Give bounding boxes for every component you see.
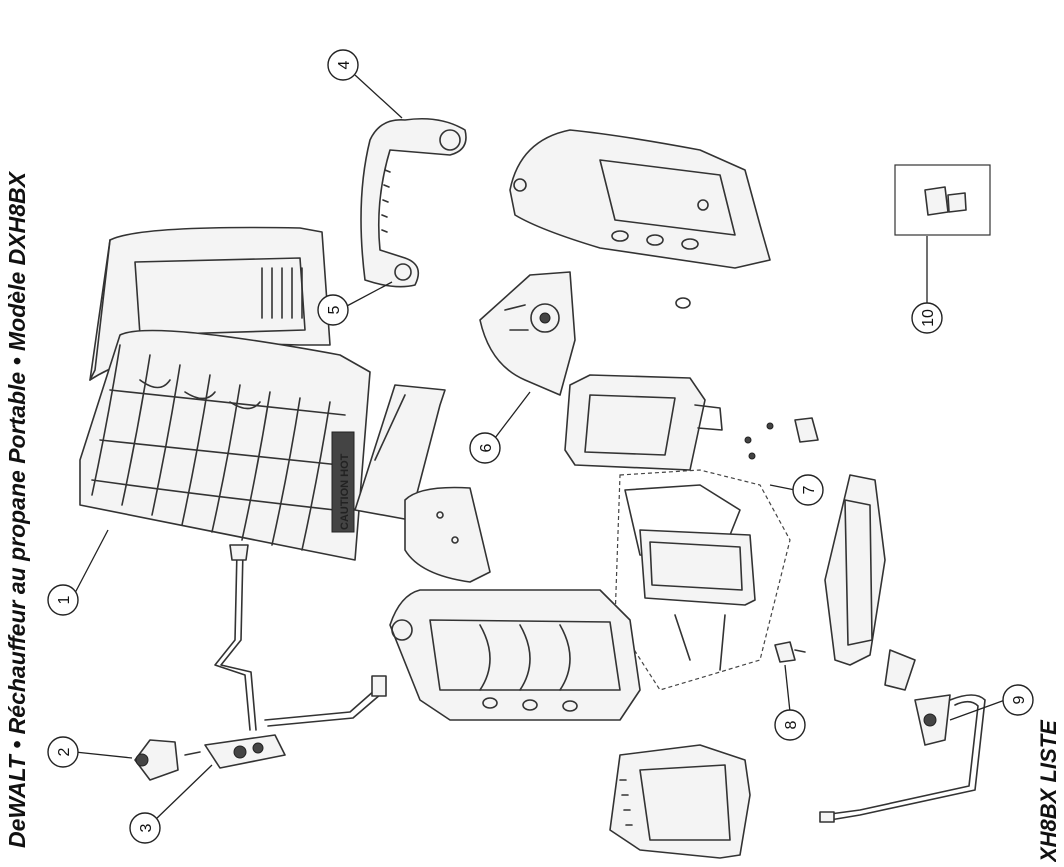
- svg-text:8: 8: [783, 720, 800, 729]
- part-10-box: [894, 164, 991, 236]
- base-plate: [824, 474, 916, 691]
- gasket-glass-set: [614, 469, 791, 691]
- pilot-assembly: [819, 694, 986, 823]
- callout-9: 9: [1002, 684, 1034, 716]
- fuel-compartment: [564, 374, 723, 471]
- callout-10: 10: [911, 302, 943, 334]
- svg-text:6: 6: [478, 443, 495, 452]
- gas-valve-assembly: [184, 544, 387, 769]
- footer-label: XH8BX LISTE: [1036, 720, 1061, 862]
- caution-hot-label: CAUTION HOT: [339, 453, 351, 530]
- svg-text:1: 1: [56, 595, 73, 604]
- svg-text:7: 7: [801, 485, 818, 494]
- callout-8: 8: [774, 709, 806, 741]
- callout-4: 4: [327, 49, 359, 81]
- callout-6: 6: [469, 432, 501, 464]
- top-housing: [509, 129, 771, 309]
- svg-text:5: 5: [326, 305, 343, 314]
- callout-3: 3: [129, 812, 161, 844]
- callout-5: 5: [317, 294, 349, 326]
- leader-lines: [74, 74, 1006, 821]
- callout-1: 1: [47, 584, 79, 616]
- tip-over-switch: [774, 641, 806, 663]
- heat-shield: [404, 486, 491, 583]
- reflector-plate: [354, 384, 446, 521]
- callout-2: 2: [47, 736, 79, 768]
- svg-text:9: 9: [1011, 695, 1028, 704]
- diagram-title: DeWALT • Réchauffeur au propane Portable…: [4, 172, 30, 848]
- burner-assembly: [479, 271, 576, 396]
- svg-text:4: 4: [336, 60, 353, 69]
- svg-text:10: 10: [920, 309, 937, 327]
- callout-7: 7: [792, 474, 824, 506]
- svg-text:2: 2: [56, 747, 73, 756]
- front-grill-guard: CAUTION HOT: [79, 329, 371, 561]
- fasteners: [744, 417, 819, 460]
- rear-frame: [609, 744, 751, 859]
- lower-housing: [389, 589, 641, 721]
- carry-handle: [360, 117, 467, 288]
- regulator-knob: [134, 739, 179, 781]
- svg-text:3: 3: [138, 823, 155, 832]
